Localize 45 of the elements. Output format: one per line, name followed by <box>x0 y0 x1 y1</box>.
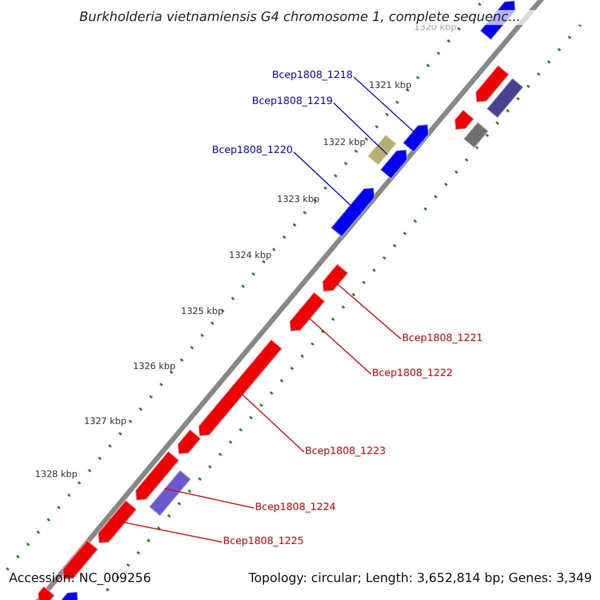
gene-label: Bcep1808_1224 <box>255 503 336 513</box>
leader-line <box>333 102 388 155</box>
gene-feature <box>37 585 56 600</box>
scale-label: 1326 kbp <box>133 363 176 372</box>
gene-feature <box>379 148 408 180</box>
scale-label: 1321 kbp <box>369 82 412 91</box>
scale-label: 1327 kbp <box>84 418 126 427</box>
footer-note: Accession: NC_009256 <box>9 572 152 584</box>
gene-feature <box>474 64 510 103</box>
gene-label: Bcep1808_1222 <box>372 369 453 379</box>
gene-feature <box>134 450 180 502</box>
gene-label: Bcep1808_1225 <box>223 537 304 547</box>
gene-block <box>462 121 490 149</box>
gene-label: Bcep1808_1219 <box>252 97 333 107</box>
leader-line <box>109 519 222 542</box>
gene-label: Bcep1808_1223 <box>305 447 386 457</box>
gene-feature <box>330 186 376 238</box>
gene-label: Bcep1808_1220 <box>212 146 293 156</box>
gene-block <box>486 77 524 119</box>
leader-line <box>299 309 372 374</box>
scale-label: 1325 kbp <box>181 308 224 317</box>
gene-label: Bcep1808_1221 <box>402 334 483 344</box>
leader-line <box>327 275 402 340</box>
gene-feature <box>288 291 326 332</box>
gene-feature <box>322 262 350 292</box>
gene-feature <box>177 428 202 455</box>
gene-feature <box>402 124 430 154</box>
chart-title: Burkholderia vietnamiensis G4 chromosome 1, complete sequenc... <box>79 10 521 25</box>
gene-feature <box>198 338 283 437</box>
gene-feature <box>454 108 475 130</box>
scale-label: 1322 kbp <box>323 139 366 148</box>
leader-line <box>353 76 424 141</box>
leader-line <box>232 385 304 452</box>
scale-label: 1323 kbp <box>277 196 320 205</box>
gene-label: Bcep1808_1218 <box>272 71 353 81</box>
gene-feature <box>60 591 79 600</box>
leader-line <box>164 488 254 508</box>
leader-line <box>293 152 361 215</box>
scale-label: 1324 kbp <box>229 252 272 261</box>
footer-note: Topology: circular; Length: 3,652,814 bp; Genes: 3,349 <box>248 572 592 584</box>
scale-label: 1320 kbp <box>414 24 456 33</box>
gene-block <box>366 134 398 166</box>
gene-block <box>148 469 192 517</box>
gene-feature <box>97 499 138 544</box>
scale-label: 1328 kbp <box>35 471 78 480</box>
